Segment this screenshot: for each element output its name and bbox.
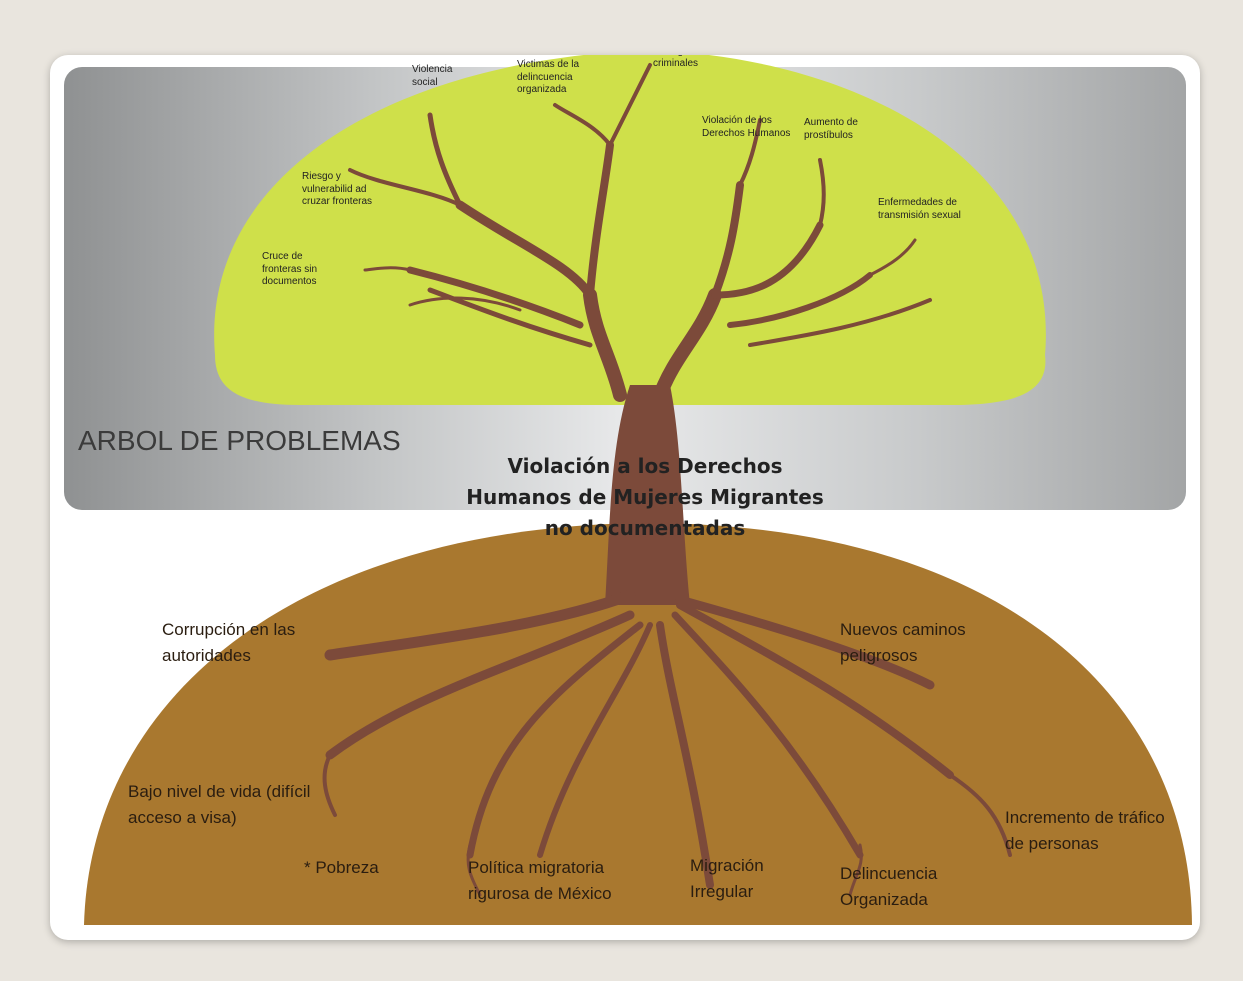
cause-corrupcion: Corrupción en las autoridades [162, 620, 296, 666]
tree-diagram [84, 55, 1192, 925]
central-problem-line-2: Humanos de Mujeres Migrantes [466, 485, 824, 509]
effect-violacion-derechos: Violación de los Derechos Humanos [702, 115, 791, 139]
cause-pobreza: * Pobreza [304, 858, 379, 877]
effect-cruce-fronteras: Cruce de fronteras sin documentos [262, 251, 318, 287]
central-problem-line-1: Violación a los Derechos [507, 454, 783, 478]
effect-riesgo-vulnerabilidad: Riesgo y vulnerabilid ad cruzar frontera… [302, 171, 373, 207]
cause-politica-migratoria: Política migratoria rigurosa de México [468, 858, 612, 904]
effect-victimas-delincuencia: Victimas de la delincuencia organizada [517, 59, 580, 95]
cause-trafico-personas: Incremento de tráfico de personas [1005, 808, 1165, 854]
effect-estigmatizacion: Estigmatizac ión de migrantes a criminal… [653, 55, 719, 69]
cause-migracion-irregular: Migración Irregular [690, 856, 764, 902]
slide: ARBOL DE PROBLEMAS Violación a los Derec… [50, 55, 1200, 940]
central-problem: Violación a los Derechos Humanos de Muje… [400, 451, 890, 544]
trunk-and-branches [322, 63, 1012, 897]
cause-delincuencia-organizada: Delincuencia Organizada [840, 864, 938, 910]
cause-bajo-nivel-vida: Bajo nivel de vida (difícil acceso a vis… [128, 782, 311, 828]
central-problem-line-3: no documentadas [544, 516, 746, 540]
effect-aumento-prostibulos: Aumento de prostíbulos [804, 117, 858, 141]
effect-violencia-social: Violencia social [412, 64, 453, 88]
diagram-heading: ARBOL DE PROBLEMAS [78, 425, 401, 456]
cause-nuevos-caminos: Nuevos caminos peligrosos [840, 620, 966, 666]
soil-mound [84, 523, 1192, 925]
effect-enfermedades: Enfermedades de transmisión sexual [878, 197, 961, 221]
canopy [214, 55, 1046, 405]
